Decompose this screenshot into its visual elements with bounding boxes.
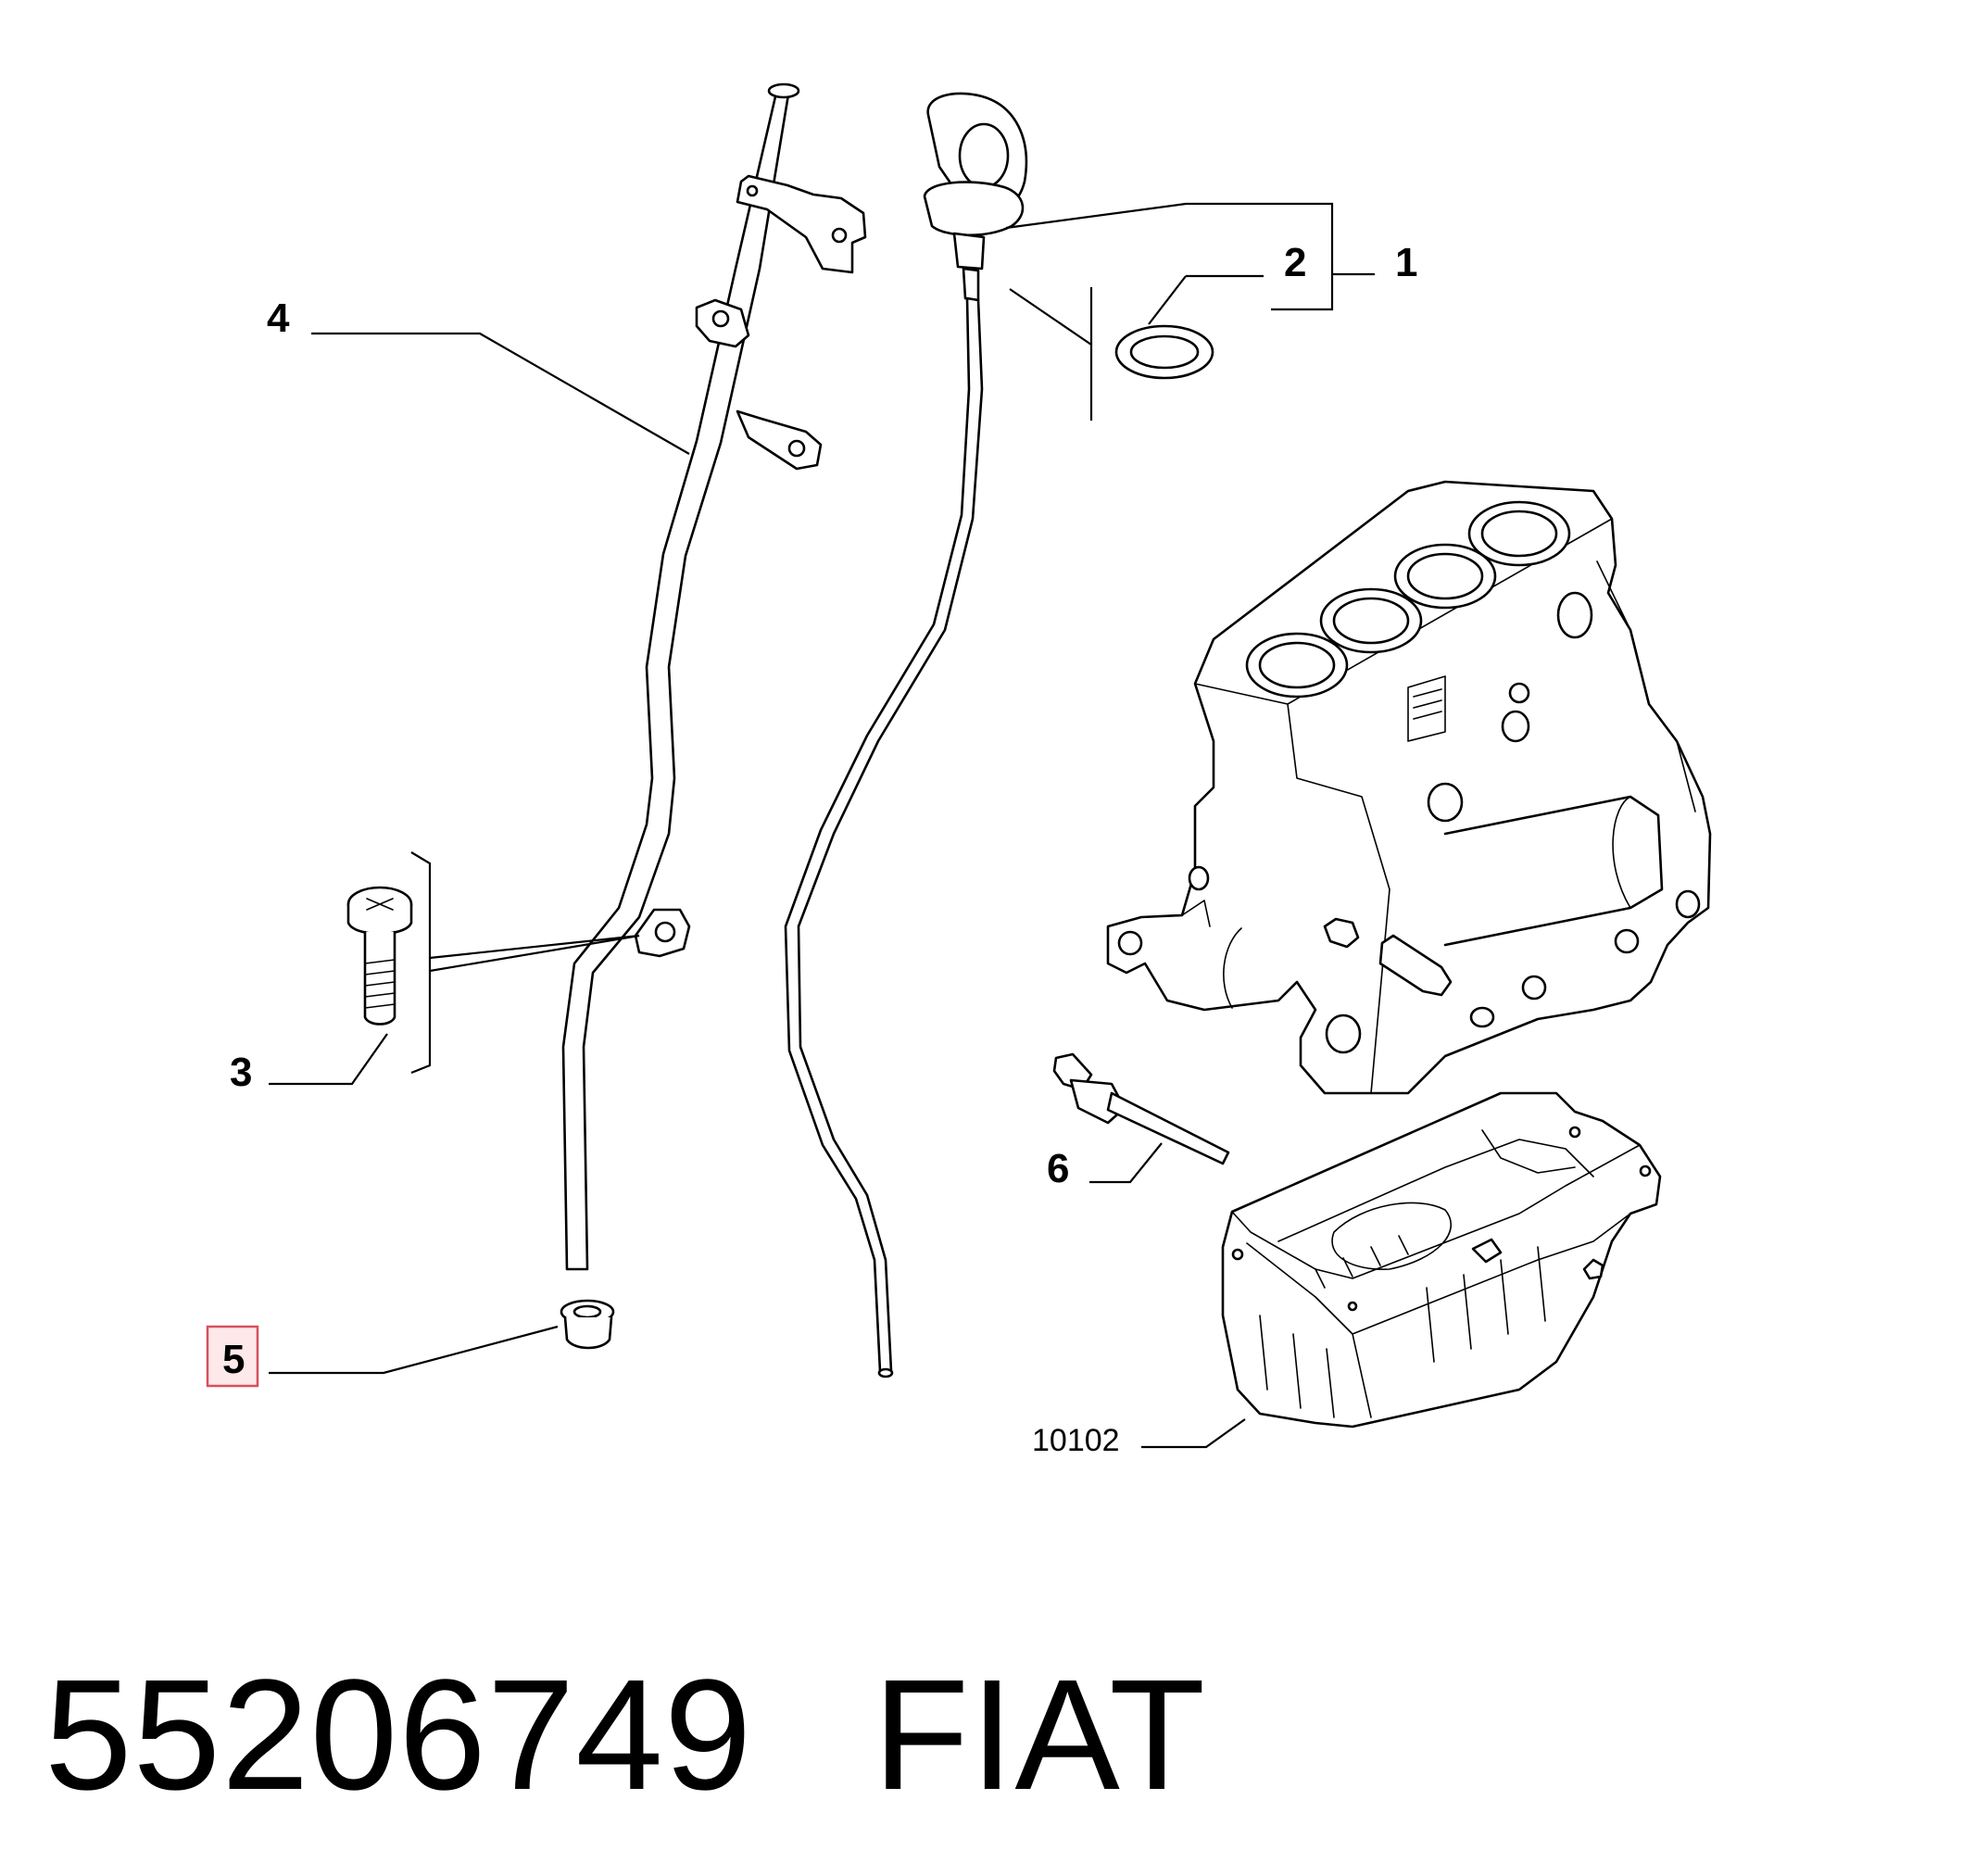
- callout-3[interactable]: 3: [230, 1050, 252, 1095]
- part-number: 55206749: [44, 1647, 753, 1823]
- engine-block: [1106, 480, 1712, 1095]
- bolt: [346, 886, 413, 1026]
- callout-5[interactable]: 5: [222, 1337, 245, 1382]
- oil-level-sensor: [1052, 1052, 1230, 1165]
- callout-labels: 1 2 3 4 5 6 10102: [206, 240, 1417, 1458]
- callout-4[interactable]: 4: [267, 296, 290, 341]
- leader-lines: [269, 202, 1375, 1449]
- oil-pan: [1221, 1091, 1662, 1429]
- callout-5-highlight: [206, 1325, 259, 1388]
- callout-2[interactable]: 2: [1284, 240, 1306, 285]
- oil-dipstick: [784, 92, 1028, 1378]
- part-caption: 55206749 FIAT: [44, 1644, 1206, 1826]
- callout-10102[interactable]: 10102: [1032, 1423, 1120, 1458]
- grommet: [560, 1299, 615, 1350]
- callout-1[interactable]: 1: [1395, 240, 1417, 285]
- brand-name: FIAT: [873, 1647, 1207, 1823]
- callout-6[interactable]: 6: [1047, 1146, 1069, 1191]
- seal-ring: [1114, 324, 1214, 380]
- dipstick-guide-tube: [561, 82, 867, 1271]
